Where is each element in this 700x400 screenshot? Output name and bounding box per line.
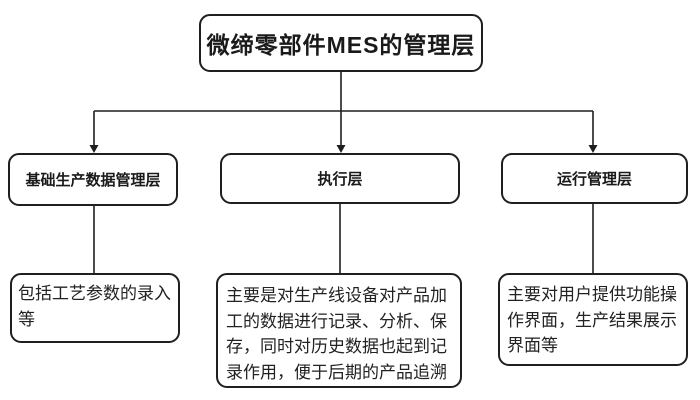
description-text-basic-data-layer: 包括工艺参数的录入等: [18, 284, 171, 329]
arrowhead-right: [588, 145, 598, 153]
arrowhead-center: [336, 145, 346, 153]
root-node-label: 微缔零部件MES的管理层: [206, 32, 476, 58]
branch-node-basic-data-layer: 基础生产数据管理层: [8, 153, 178, 206]
description-node-operation-layer: 主要对用户提供功能操作界面，生产结果展示界面等: [498, 273, 688, 366]
arrowhead-left: [89, 145, 99, 153]
branch-node-execution-layer-label: 执行层: [317, 171, 363, 188]
branch-node-operation-layer: 运行管理层: [501, 153, 688, 204]
branch-node-operation-layer-label: 运行管理层: [556, 171, 632, 188]
branch-node-basic-data-layer-label: 基础生产数据管理层: [25, 172, 161, 189]
root-node: 微缔零部件MES的管理层: [199, 14, 483, 72]
description-text-execution-layer: 主要是对生产线设备对产品加工的数据进行记录、分析、保存，同时对历史数据也起到记录…: [226, 286, 447, 382]
description-text-operation-layer: 主要对用户提供功能操作界面，生产结果展示界面等: [507, 285, 677, 355]
description-node-execution-layer: 主要是对生产线设备对产品加工的数据进行记录、分析、保存，同时对历史数据也起到记录…: [216, 273, 462, 388]
branch-node-execution-layer: 执行层: [220, 153, 460, 204]
description-node-basic-data-layer: 包括工艺参数的录入等: [10, 273, 180, 343]
